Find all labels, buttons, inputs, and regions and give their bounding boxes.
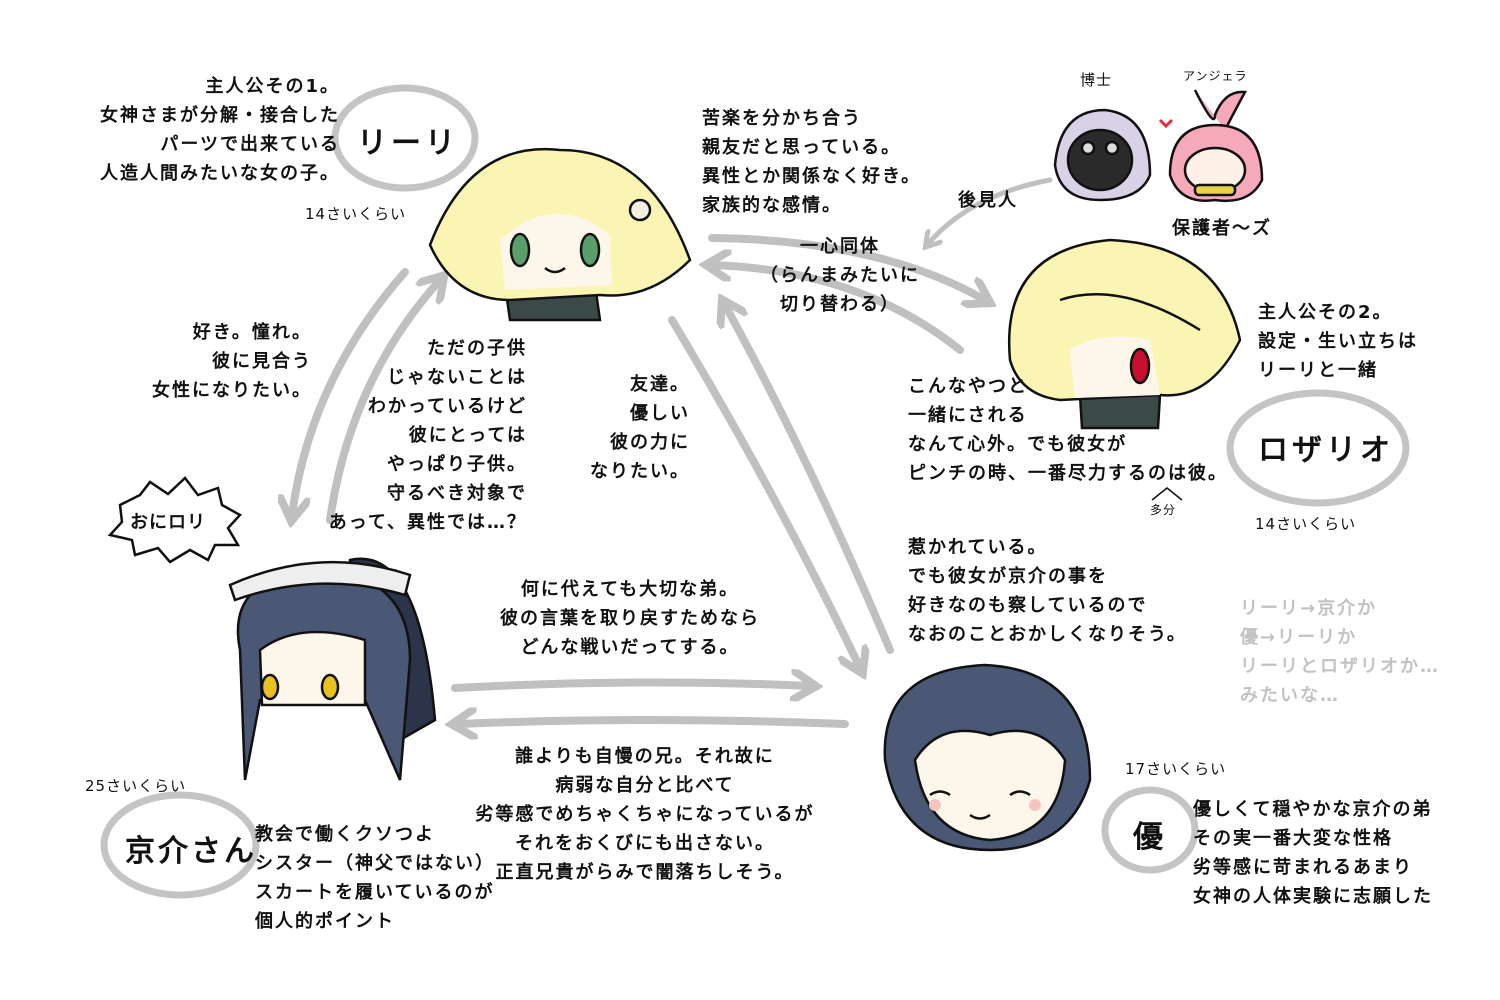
kyosuke-name: 京介さん <box>125 834 257 869</box>
arrow-kyosuke-to-lily <box>326 280 440 524</box>
rosario-to-lily-text: こんなやつと 一緒にされる なんて心外。でも彼女が ピンチの時、一番尽力するのは… <box>908 376 1228 484</box>
arrow-kyosuke-to-yu <box>451 682 810 688</box>
kyosuke-to-lily-text: ただの子供 じゃないことは わかっているけど 彼にとっては やっぱり子供。 守る… <box>328 338 527 533</box>
rosario-portrait <box>1007 238 1242 430</box>
lily-to-yu-text: 友達。 優しい 彼の力に なりたい。 <box>590 374 690 482</box>
arrow-lily-to-yu <box>668 316 860 668</box>
yu-age: 17さいくらい <box>1125 760 1227 778</box>
onikori-spiky-bubble <box>107 476 242 564</box>
hakase-portrait <box>1053 108 1152 202</box>
yu-portrait <box>883 663 1092 852</box>
arrow-lily-to-rosario <box>708 234 985 300</box>
yu-name-bubble <box>1101 786 1199 874</box>
pairing-note: リーリ→京介か 優→リーリか リーリとロザリオか… みたいな… <box>1240 598 1440 706</box>
rosario-description: 主人公その2。 設定・生い立ちは リーリと一緒 <box>1258 302 1418 381</box>
arrow-yu-to-lily <box>725 305 894 654</box>
kyosuke-portrait <box>228 557 437 781</box>
kyosuke-name-bubble <box>100 791 260 899</box>
arrow-yu-to-kyosuke <box>458 720 849 724</box>
yu-name: 優 <box>1133 820 1167 855</box>
hakase-label: 博士 <box>1080 71 1113 89</box>
yu-to-kyosuke-text: 誰よりも自慢の兄。それ故に 病弱な自分と比べて 劣等感でめちゃくちゃになっている… <box>475 746 815 883</box>
kyosuke-to-yu-text: 何に代えても大切な弟。 彼の言葉を取り戻すためなら どんな戦いだってする。 <box>500 579 760 658</box>
guardians-group-label: 保護者～ズ <box>1172 218 1272 239</box>
angela-portrait <box>1168 89 1264 203</box>
yu-to-lily-text: 惹かれている。 でも彼女が京介の事を 好きなのも察しているので なおのことおかし… <box>908 537 1187 645</box>
rosario-name-bubble <box>1226 389 1410 507</box>
lily-portrait <box>428 147 692 322</box>
onikori-tag: おにロリ <box>130 512 206 533</box>
guardian-relation-label: 後見人 <box>958 190 1018 211</box>
angela-label: アンジェラ <box>1183 69 1248 83</box>
lily-age: 14さいくらい <box>305 205 407 223</box>
lily-rosario-bond-text: 一心同体 （らんまみたいに 切り替わる） <box>760 236 920 315</box>
arrow-guardian-to-rosario <box>928 177 1053 244</box>
heart-icon <box>1158 118 1174 129</box>
rosario-age: 14さいくらい <box>1255 515 1357 533</box>
lily-description: 主人公その1。 女神さまが分解・接合した パーツで出来ている 人造人間みたいな女… <box>100 76 340 184</box>
arrow-lily-to-kyosuke <box>292 268 409 515</box>
rosario-name: ロザリオ <box>1258 433 1394 468</box>
lily-to-kyosuke-text: 好き。憧れ。 彼に見合う 女性になりたい。 <box>152 322 312 401</box>
yu-description: 優しくて穏やかな京介の弟 その実一番大変な性格 劣等感に苛まれるあまり 女神の人… <box>1193 799 1433 907</box>
arrow-rosario-to-lily <box>712 265 964 354</box>
lily-to-rosario-text: 苦楽を分かち合う 親友だと思っている。 異性とか関係なく好き。 家族的な感情。 <box>702 108 922 216</box>
caret-mark <box>1151 487 1183 501</box>
lily-name: リーリ <box>357 126 459 161</box>
kyosuke-age: 25さいくらい <box>85 777 187 795</box>
lily-name-bubble <box>331 84 479 192</box>
rosario-note: 多分 <box>1150 503 1177 517</box>
kyosuke-description: 教会で働くクソつよ シスター（神父ではない） スカートを履いているのが 個人的ポ… <box>255 824 495 932</box>
